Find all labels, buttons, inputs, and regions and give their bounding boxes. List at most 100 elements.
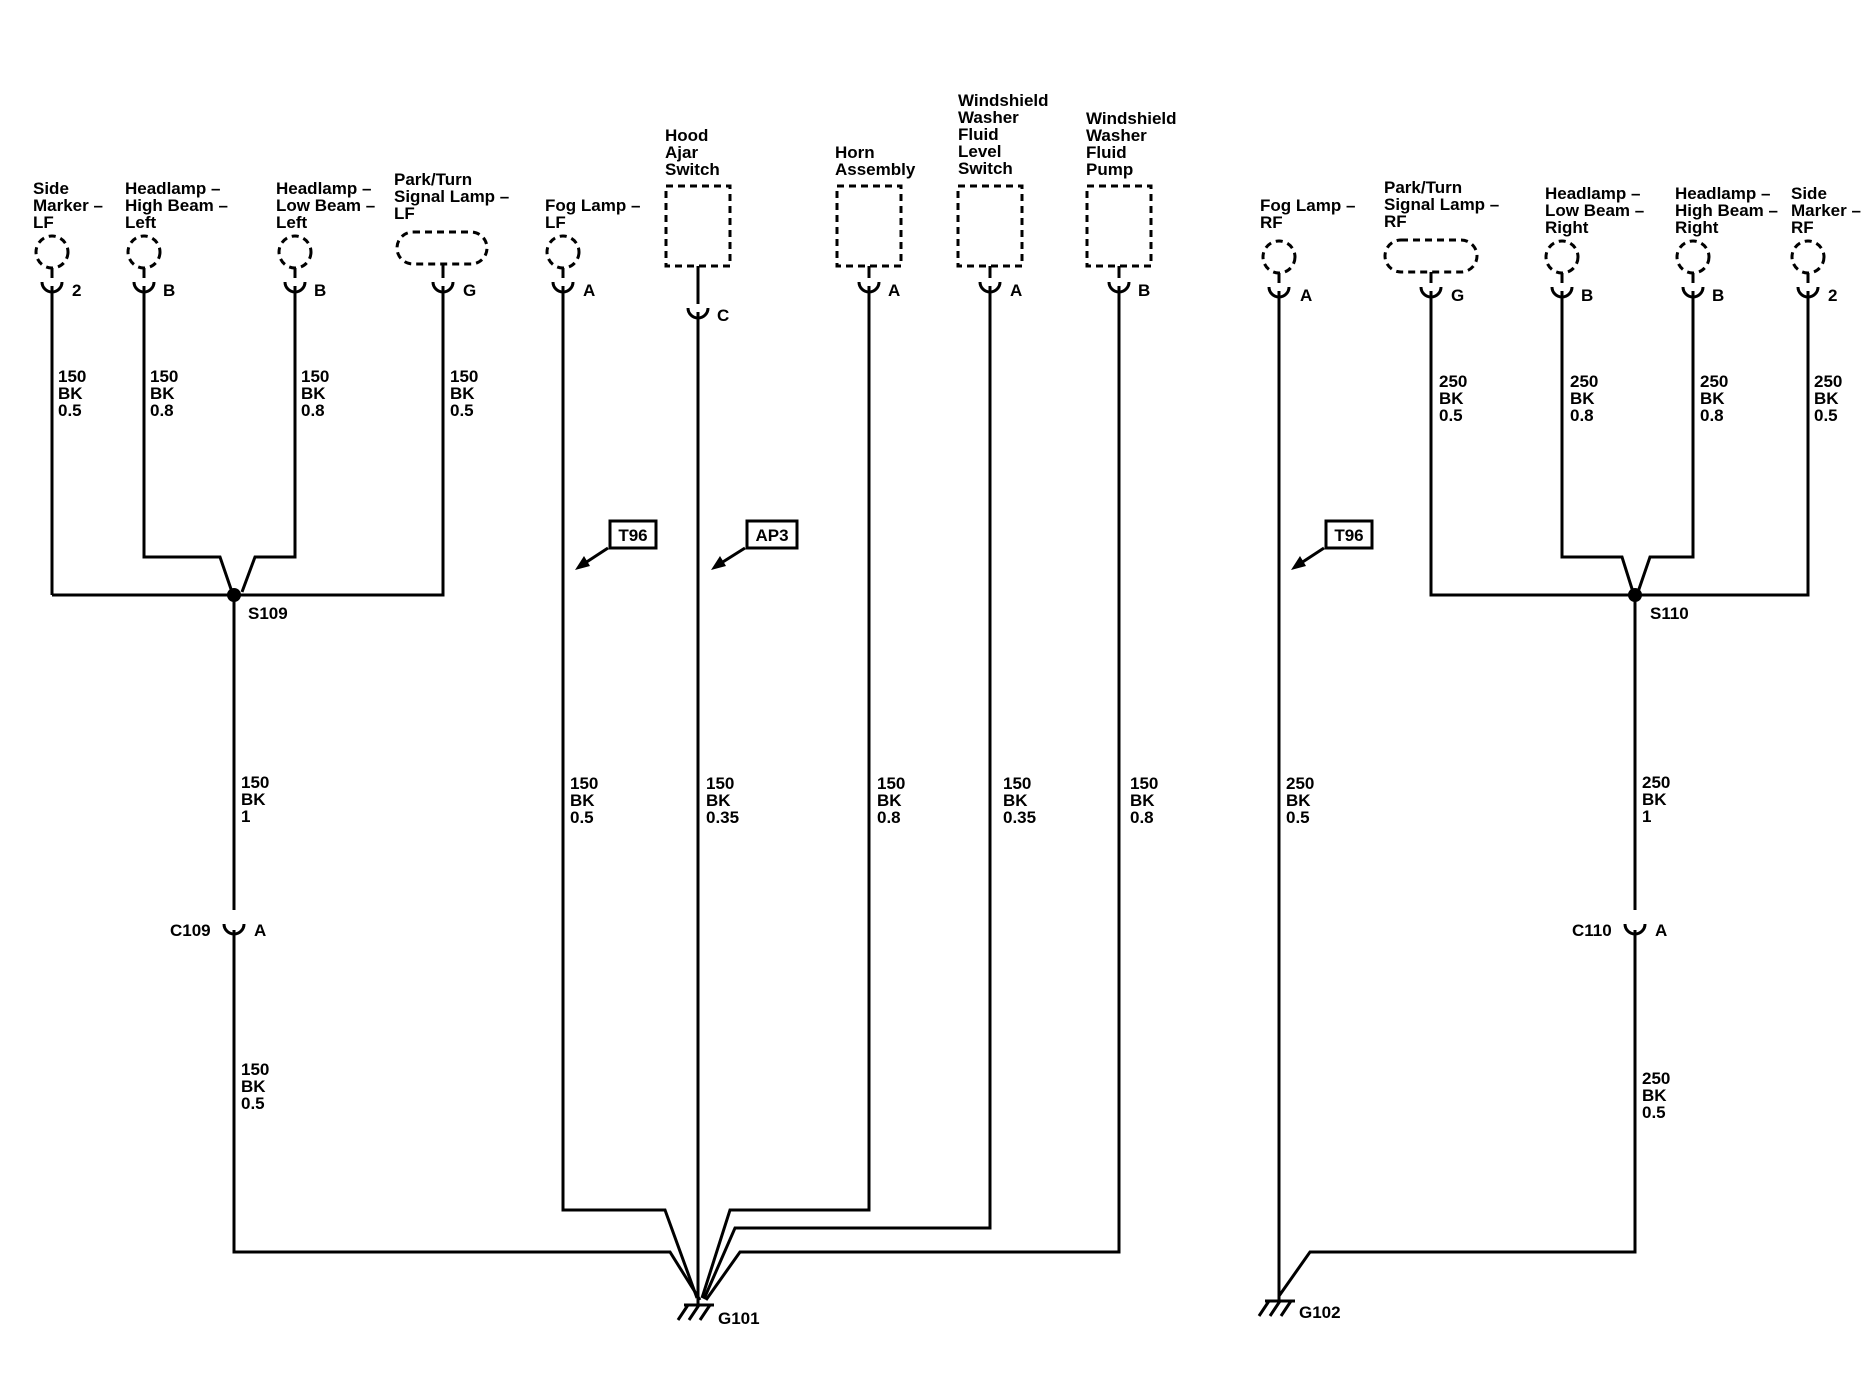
reference-box — [608, 519, 658, 550]
component-label-line: Assembly — [835, 160, 916, 179]
wire-label-color: BK — [301, 384, 326, 403]
wire — [704, 286, 1121, 1301]
component-windshield-washer-fluid-pump: Windshield Washer Fluid Pump B — [1085, 109, 1177, 300]
component-label-line: Fluid — [1086, 143, 1127, 162]
component-label-line: Pump — [1086, 160, 1133, 179]
component-label-line: Fluid — [958, 125, 999, 144]
component-label-line: Signal Lamp – — [394, 187, 509, 206]
wire-label-size: 0.5 — [1642, 1103, 1666, 1122]
wire-label-circuit: 250 — [1439, 372, 1467, 391]
component-headlamp-high-beam-right: Headlamp – High Beam – Right B — [1675, 184, 1778, 305]
wire-label-size: 0.5 — [570, 808, 594, 827]
wire-label-color: BK — [1642, 1086, 1667, 1105]
wire-label-size: 0.5 — [1814, 406, 1838, 425]
reference-ap3: AP3 — [711, 519, 799, 570]
splice-label: S109 — [248, 604, 288, 623]
wire-label-size: 0.5 — [450, 401, 474, 420]
component-outline — [1790, 239, 1826, 275]
component-label-line: Level — [958, 142, 1001, 161]
component-label-line: High Beam – — [1675, 201, 1778, 220]
component-label-line: Low Beam – — [1545, 201, 1644, 220]
component-outline — [126, 234, 162, 270]
wire-label-color: BK — [1814, 389, 1839, 408]
pin-label: A — [1010, 281, 1022, 300]
wire-label-circuit: 150 — [1003, 774, 1031, 793]
component-label-line: Headlamp – — [125, 179, 220, 198]
component-label-line: Park/Turn — [1384, 178, 1462, 197]
component-outline — [1544, 239, 1580, 275]
component-label-line: Washer — [958, 108, 1019, 127]
pin-label: 2 — [72, 281, 81, 300]
component-label-line: Horn — [835, 143, 875, 162]
wire — [561, 286, 699, 1299]
wire-label-size: 1 — [241, 807, 250, 826]
component-outline — [395, 230, 489, 266]
wire-label-color: BK — [706, 791, 731, 810]
wire-label-color: BK — [150, 384, 175, 403]
reference-t96-right: T96 — [1291, 519, 1374, 570]
component-outline — [277, 234, 313, 270]
wire-label-color: BK — [1286, 791, 1311, 810]
wire — [700, 286, 871, 1299]
component-park-turn-signal-lamp-lf: Park/Turn Signal Lamp – LF G — [394, 170, 509, 300]
component-label-line: LF — [394, 204, 415, 223]
component-headlamp-low-beam-right: Headlamp – Low Beam – Right B — [1544, 184, 1644, 305]
component-outline — [664, 184, 732, 268]
component-label-line: Windshield — [958, 91, 1049, 110]
wire-label-size: 0.8 — [150, 401, 174, 420]
wire-label-color: BK — [241, 1077, 266, 1096]
component-label-line: Headlamp – — [276, 179, 371, 198]
component-label-line: Switch — [958, 159, 1013, 178]
wire — [1635, 291, 1810, 597]
splice-label: S110 — [1650, 604, 1689, 623]
component-label-line: Hood — [665, 126, 708, 145]
component-label-line: Left — [276, 213, 308, 232]
wire-label-color: BK — [241, 790, 266, 809]
wire — [1429, 291, 1635, 597]
wire-label-circuit: 150 — [1130, 774, 1158, 793]
wire-label-circuit: 150 — [706, 774, 734, 793]
connector-label: C109 — [170, 921, 211, 940]
component-label-line: Signal Lamp – — [1384, 195, 1499, 214]
reference-label: AP3 — [755, 526, 788, 545]
component-outline — [1261, 239, 1297, 275]
component-outline — [1675, 239, 1711, 275]
component-label-line: RF — [1384, 212, 1407, 231]
ground-label: G102 — [1299, 1303, 1341, 1322]
component-label-line: Fog Lamp – — [1260, 196, 1355, 215]
component-label-line: RF — [1260, 213, 1283, 232]
pin-label: B — [1712, 286, 1724, 305]
component-label-line: LF — [545, 213, 566, 232]
component-headlamp-low-beam-left: Headlamp – Low Beam – Left B — [276, 179, 375, 300]
wire — [52, 286, 445, 597]
wire-label-circuit: 150 — [241, 773, 269, 792]
component-outline — [34, 234, 70, 270]
component-park-turn-signal-lamp-rf: Park/Turn Signal Lamp – RF G — [1383, 178, 1499, 305]
arrowhead-icon — [575, 556, 590, 570]
pin-label: A — [1655, 921, 1667, 940]
wire-label-size: 0.5 — [241, 1094, 265, 1113]
component-label-line: Left — [125, 213, 157, 232]
pin-label: B — [314, 281, 326, 300]
component-headlamp-high-beam-left: Headlamp – High Beam – Left B — [125, 179, 228, 300]
pin-label: G — [1451, 286, 1464, 305]
wire-label-color: BK — [58, 384, 83, 403]
component-label-line: Low Beam – — [276, 196, 375, 215]
wire-label-color: BK — [877, 791, 902, 810]
component-outline — [545, 234, 581, 270]
pin-label: G — [463, 281, 476, 300]
component-outline — [1383, 238, 1479, 274]
wire-label-color: BK — [1700, 389, 1725, 408]
component-fog-lamp-rf: Fog Lamp – RF A — [1260, 196, 1355, 305]
component-label-line: RF — [1791, 218, 1814, 237]
wire — [240, 286, 297, 593]
wire-label-size: 0.8 — [301, 401, 325, 420]
component-fog-lamp-lf: Fog Lamp – LF A — [545, 196, 640, 300]
wire-label-color: BK — [1003, 791, 1028, 810]
component-label-line: Headlamp – — [1675, 184, 1770, 203]
pin-label: C — [717, 306, 729, 325]
component-outline — [956, 184, 1024, 268]
wire-label-size: 0.8 — [1570, 406, 1594, 425]
wire-label-circuit: 150 — [877, 774, 905, 793]
wire-label-color: BK — [1439, 389, 1464, 408]
